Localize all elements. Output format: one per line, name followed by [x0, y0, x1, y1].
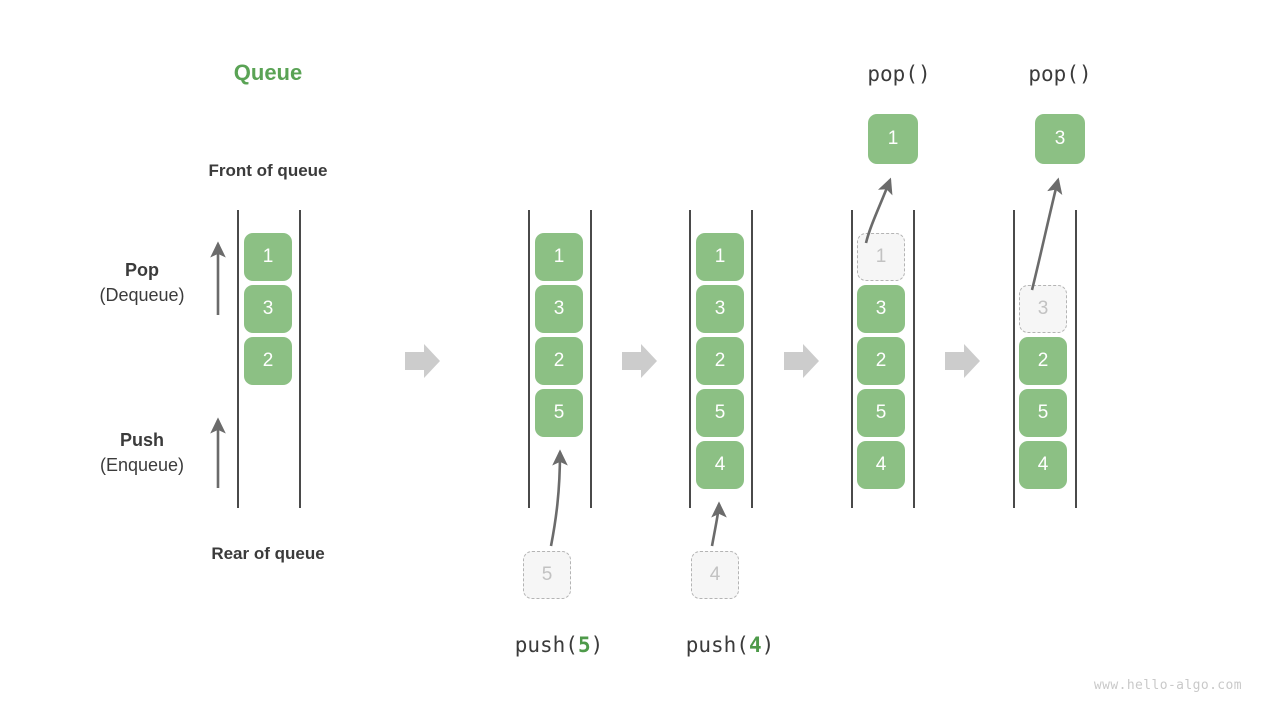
- stage2-incoming-node: 4: [691, 551, 739, 599]
- rear-of-queue-label: Rear of queue: [211, 544, 325, 563]
- pop-label-main: Pop: [125, 260, 159, 280]
- stage1-node-3: 5: [535, 389, 583, 437]
- stage1-rail-left: [528, 210, 530, 508]
- pop-3-extract-arrow: [1030, 177, 1063, 291]
- stage4-node-1-ghost: 3: [1019, 285, 1067, 333]
- pop-label-sub: (Dequeue): [99, 284, 185, 305]
- stage1-node-0: 1: [535, 233, 583, 281]
- stage2-node-4: 4: [696, 441, 744, 489]
- stage2-caption-arg: 4: [748, 633, 762, 657]
- stage2-node-3: 5: [696, 389, 744, 437]
- stage0-node-2: 2: [244, 337, 292, 385]
- stage1-caption-arg: 5: [577, 633, 591, 657]
- push-5-insert-arrow: [549, 449, 568, 547]
- stage4-rail-left: [1013, 210, 1015, 508]
- push-side-label: Push (Enqueue): [100, 428, 184, 478]
- stage0-node-0: 1: [244, 233, 292, 281]
- stage4-rail-right: [1075, 210, 1077, 508]
- stage0-rail-left: [237, 210, 239, 508]
- push-label-main: Push: [119, 430, 164, 450]
- push-4-insert-arrow: [710, 501, 727, 547]
- stage2-caption-op: push: [685, 633, 737, 657]
- stage3-node-1: 3: [857, 285, 905, 333]
- stage4-node-3: 5: [1019, 389, 1067, 437]
- stage2-node-1: 3: [696, 285, 744, 333]
- stage3-rail-left: [851, 210, 853, 508]
- flow-arrow-2: [622, 344, 657, 378]
- watermark: www.hello-algo.com: [1093, 678, 1242, 693]
- stage4-popped-node: 3: [1035, 114, 1085, 164]
- stage1-incoming-node: 5: [523, 551, 571, 599]
- page-title: Queue: [233, 60, 303, 85]
- flow-arrow-3: [784, 344, 819, 378]
- stage2-rail-right: [751, 210, 753, 508]
- stage3-popped-node: 1: [868, 114, 918, 164]
- stage1-caption: push(5): [514, 633, 604, 657]
- stage4-node-2: 2: [1019, 337, 1067, 385]
- stage1-caption-op: push: [514, 633, 566, 657]
- stage0-rail-right: [299, 210, 301, 508]
- stage4-node-4: 4: [1019, 441, 1067, 489]
- flow-arrow-1: [405, 344, 440, 378]
- flow-arrow-4: [945, 344, 980, 378]
- push-label-sub: (Enqueue): [99, 454, 185, 475]
- stage3-node-2: 2: [857, 337, 905, 385]
- stage1-node-2: 2: [535, 337, 583, 385]
- pop-side-label: Pop (Dequeue): [99, 258, 184, 308]
- stage2-rail-left: [689, 210, 691, 508]
- stage2-caption: push(4): [685, 633, 775, 657]
- stage1-node-1: 3: [535, 285, 583, 333]
- stage0-node-1: 3: [244, 285, 292, 333]
- stage2-node-0: 1: [696, 233, 744, 281]
- stage3-node-3: 5: [857, 389, 905, 437]
- stage4-caption: pop(): [1028, 62, 1092, 86]
- stage3-node-0-ghost: 1: [857, 233, 905, 281]
- stage2-node-2: 2: [696, 337, 744, 385]
- stage3-rail-right: [913, 210, 915, 508]
- stage3-caption: pop(): [867, 62, 931, 86]
- stage3-node-4: 4: [857, 441, 905, 489]
- stage1-rail-right: [590, 210, 592, 508]
- front-of-queue-label: Front of queue: [208, 161, 328, 180]
